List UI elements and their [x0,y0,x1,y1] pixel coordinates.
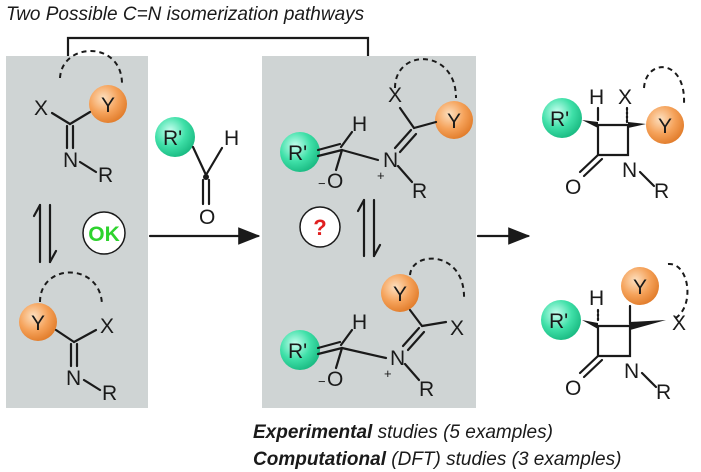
svg-text:O: O [199,206,215,229]
svg-text:R: R [102,382,117,405]
svg-text:X: X [34,97,48,120]
r-prime-ball [155,117,195,157]
y-substituent-ball [621,267,659,305]
svg-text:R: R [419,378,434,401]
svg-text:H: H [589,86,604,109]
svg-text:X: X [618,86,632,109]
svg-text:H: H [224,127,239,150]
y-substituent-ball [89,85,127,123]
caption-line-2: Computational (DFT) studies (3 examples) [253,449,621,470]
svg-text:R': R' [288,142,307,165]
svg-text:R: R [656,381,671,404]
y-substituent-ball [646,106,684,144]
svg-text:H: H [589,287,604,310]
caption-line-1: Experimental studies (5 examples) [253,422,553,443]
y-substituent-ball [381,274,419,312]
svg-text:O: O [327,170,343,193]
svg-text:X: X [388,84,402,107]
y-substituent-ball [435,101,473,139]
svg-text:R: R [654,180,669,203]
svg-text:OK: OK [88,223,120,246]
svg-text:R': R' [549,310,568,333]
svg-text:?: ? [313,215,326,240]
svg-text:R': R' [550,108,569,131]
svg-text:Y: Y [658,115,672,138]
svg-text:O: O [565,377,581,400]
svg-text:R: R [412,180,427,203]
svg-text:−: − [318,176,326,191]
zwitterion-bottom: Y X N + R R' H O − [280,257,466,401]
imine-isomer-bottom: Y X N R [19,271,117,405]
question-badge: ? [299,206,341,248]
svg-text:Y: Y [393,283,407,306]
svg-text:−: − [318,374,326,389]
svg-text:R': R' [163,127,182,150]
svg-text:N: N [624,360,639,383]
svg-text:N: N [622,159,637,182]
svg-text:+: + [384,366,392,381]
imine-isomer-top: Y X N R [34,50,127,187]
svg-text:X: X [672,312,686,335]
svg-text:+: + [377,168,385,183]
zwitterion-top: Y X N + R R' H O − [280,58,473,203]
equilibrium-arrows-middle [356,198,382,258]
beta-lactam-bottom: Y R' H X N R O [541,262,689,404]
svg-text:N: N [66,367,81,390]
svg-text:Y: Y [447,110,461,133]
y-substituent-ball [19,303,57,341]
svg-text:X: X [100,315,114,338]
svg-text:X: X [450,317,464,340]
scheme-title: Two Possible C=N isomerization pathways [6,4,365,25]
svg-text:N: N [63,149,78,172]
svg-text:Y: Y [31,312,45,335]
svg-text:H: H [352,113,367,136]
svg-text:R: R [98,164,113,187]
svg-text:Y: Y [633,276,647,299]
svg-text:Y: Y [101,94,115,117]
svg-text:R': R' [288,340,307,363]
ketene-reagent: R' H O [155,117,239,229]
svg-text:N: N [390,347,405,370]
svg-text:N: N [383,149,398,172]
equilibrium-arrows-left [32,203,58,264]
title-bracket [66,36,370,58]
svg-text:O: O [327,368,343,391]
r-prime-ball [541,300,581,340]
r-prime-ball [280,132,320,172]
r-prime-ball [280,330,320,370]
svg-text:O: O [565,176,581,199]
ok-badge: OK [82,211,126,255]
svg-text:H: H [352,311,367,334]
beta-lactam-top: Y R' H X N R O [542,66,686,203]
r-prime-ball [542,98,582,138]
